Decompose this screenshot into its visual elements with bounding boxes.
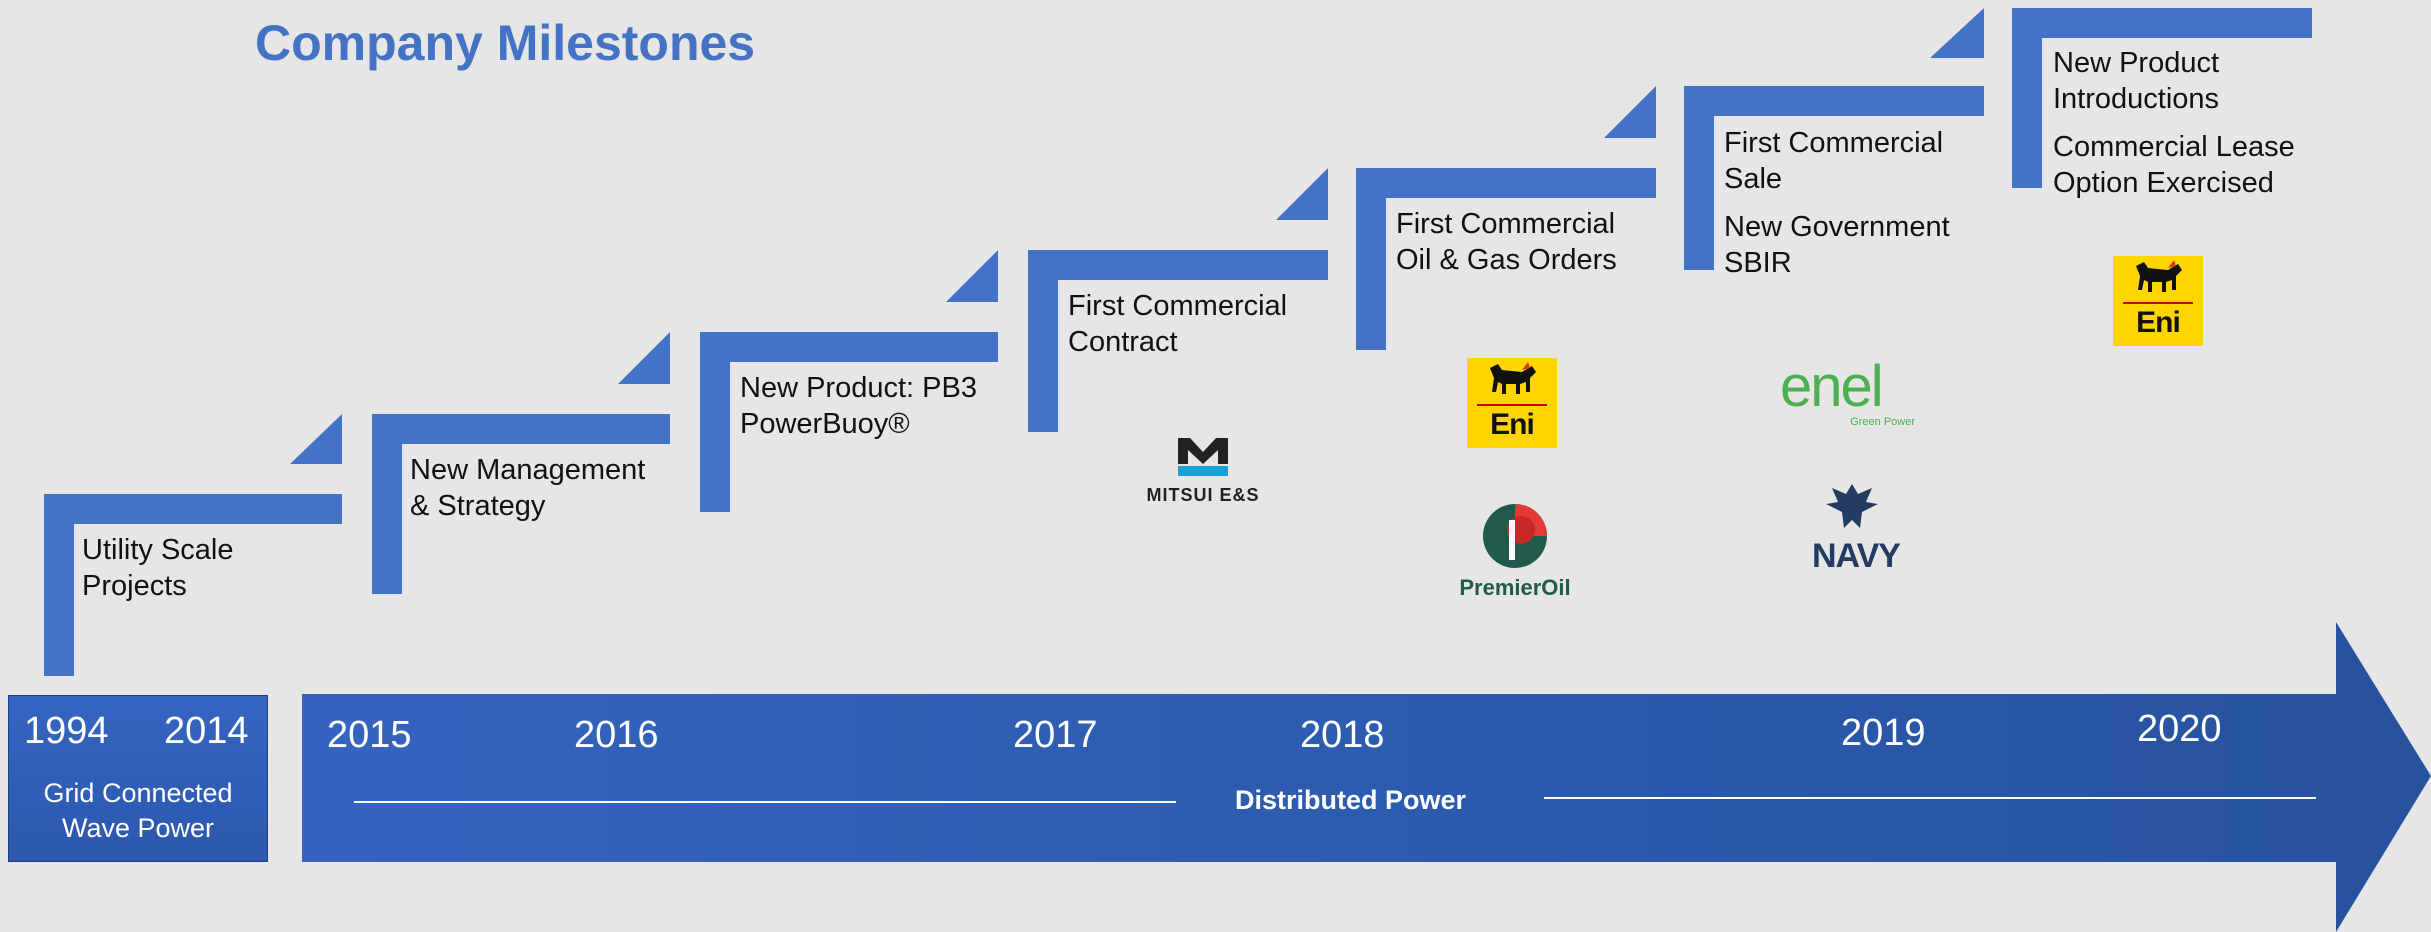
year-2019: 2019 bbox=[1841, 712, 1926, 754]
year-2020: 2020 bbox=[2137, 708, 2222, 750]
grid-connected-caption: Grid Connected Wave Power bbox=[43, 778, 233, 843]
mitsui-mark-icon bbox=[1178, 438, 1228, 476]
year-2014: 2014 bbox=[164, 710, 249, 752]
step-triangle-3 bbox=[946, 250, 998, 302]
step-shape-2 bbox=[372, 414, 670, 594]
milestone-2: New Management & Strategy bbox=[410, 454, 646, 522]
step-triangle-1 bbox=[290, 414, 342, 464]
step-shape-7 bbox=[2012, 8, 2312, 188]
navy-eagle-icon bbox=[1826, 484, 1878, 528]
six-legged-dog-icon bbox=[1490, 362, 1536, 394]
step-triangle-6 bbox=[1930, 8, 1984, 58]
year-2018: 2018 bbox=[1300, 714, 1385, 756]
milestone-7: New Product Introductions Commercial Lea… bbox=[2053, 47, 2295, 199]
milestone-5: First Commercial Oil & Gas Orders bbox=[1396, 208, 1617, 276]
milestone-staircase bbox=[44, 8, 2312, 676]
premier-oil-mark-icon bbox=[1483, 504, 1547, 568]
step-shape-1 bbox=[44, 494, 342, 676]
milestone-1: Utility Scale Projects bbox=[82, 534, 234, 602]
page-title: Company Milestones bbox=[255, 15, 756, 71]
step-shape-5 bbox=[1356, 168, 1656, 350]
eni-logo-2018: Eni bbox=[1467, 358, 1557, 448]
year-1994: 1994 bbox=[24, 710, 109, 752]
navy-logo: NAVY bbox=[1812, 480, 1901, 576]
step-shape-3 bbox=[700, 332, 998, 512]
step-triangle-2 bbox=[618, 332, 670, 384]
premier-oil-logo: PremierOil bbox=[1455, 500, 1575, 601]
distributed-power-label: Distributed Power bbox=[1235, 785, 1467, 815]
year-2016: 2016 bbox=[574, 714, 659, 756]
mitsui-logo: MITSUI E&S bbox=[1140, 438, 1266, 506]
step-shape-6 bbox=[1684, 86, 1984, 270]
milestone-3: New Product: PB3 PowerBuoy® bbox=[740, 372, 977, 440]
grid-connected-period-box bbox=[8, 695, 268, 862]
step-shape-4 bbox=[1028, 250, 1328, 432]
milestone-6: First Commercial Sale New Government SBI… bbox=[1724, 127, 1950, 279]
year-2015: 2015 bbox=[327, 714, 412, 756]
enel-green-power-logo: enel Green Power bbox=[1780, 354, 1915, 429]
year-2017: 2017 bbox=[1013, 714, 1098, 756]
six-legged-dog-icon bbox=[2136, 260, 2182, 292]
eni-logo-2020: Eni bbox=[2113, 256, 2203, 346]
step-triangle-4 bbox=[1276, 168, 1328, 220]
step-triangle-5 bbox=[1604, 86, 1656, 138]
milestone-4: First Commercial Contract bbox=[1068, 290, 1288, 358]
